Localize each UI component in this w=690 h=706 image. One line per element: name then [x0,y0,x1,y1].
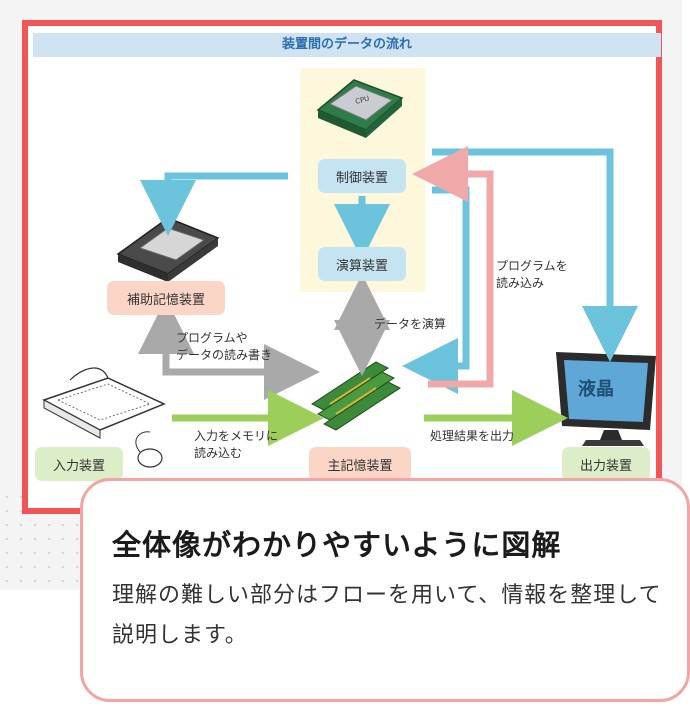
arrow-control-to-memory [402,186,470,394]
arrow-control-to-auxiliary [140,172,288,236]
hdd-illustration [116,217,220,282]
edge-label-compute: データを演算 [374,317,447,331]
feature-card-heading: 全体像がわかりやすいように図解 [112,528,562,562]
edge-label-output-result: 処理結果を出力 [430,429,515,443]
arithmetic-unit-label: 演算装置 [318,247,406,281]
diagram-title-bar [33,33,661,57]
edge-label-load-program: プログラムを 読み込み [496,259,568,290]
arrows [138,146,638,446]
feature-card-body: 理解の難しい部分はフローを用いて、情報を整理して説明します。 [112,583,662,648]
input-device-label: 入力装置 [35,447,123,481]
diagram-title: 装置間のデータの流れ [281,37,412,52]
cpu-chip-illustration: CPU [316,79,404,138]
arrow-memory-to-control [412,146,494,388]
output-device-label: 出力装置 [562,447,650,481]
auxiliary-storage-label: 補助記憶装置 [107,281,225,315]
keyboard-illustration [42,367,166,468]
control-unit-label: 制御装置 [318,159,406,193]
edge-label-input-to-memory: 入力をメモリに 読み込む [194,429,279,460]
arrow-control-to-output [432,148,638,362]
monitor-text: 液晶 [578,378,614,400]
feature-card [80,478,690,702]
ram-illustration [310,361,402,431]
monitor-illustration: 液晶 [556,352,656,446]
edge-label-read-write: プログラムや データの読み書き [176,331,273,362]
main-memory-label: 主記憶装置 [309,447,411,481]
cpu-chip-text: CPU [354,95,370,106]
